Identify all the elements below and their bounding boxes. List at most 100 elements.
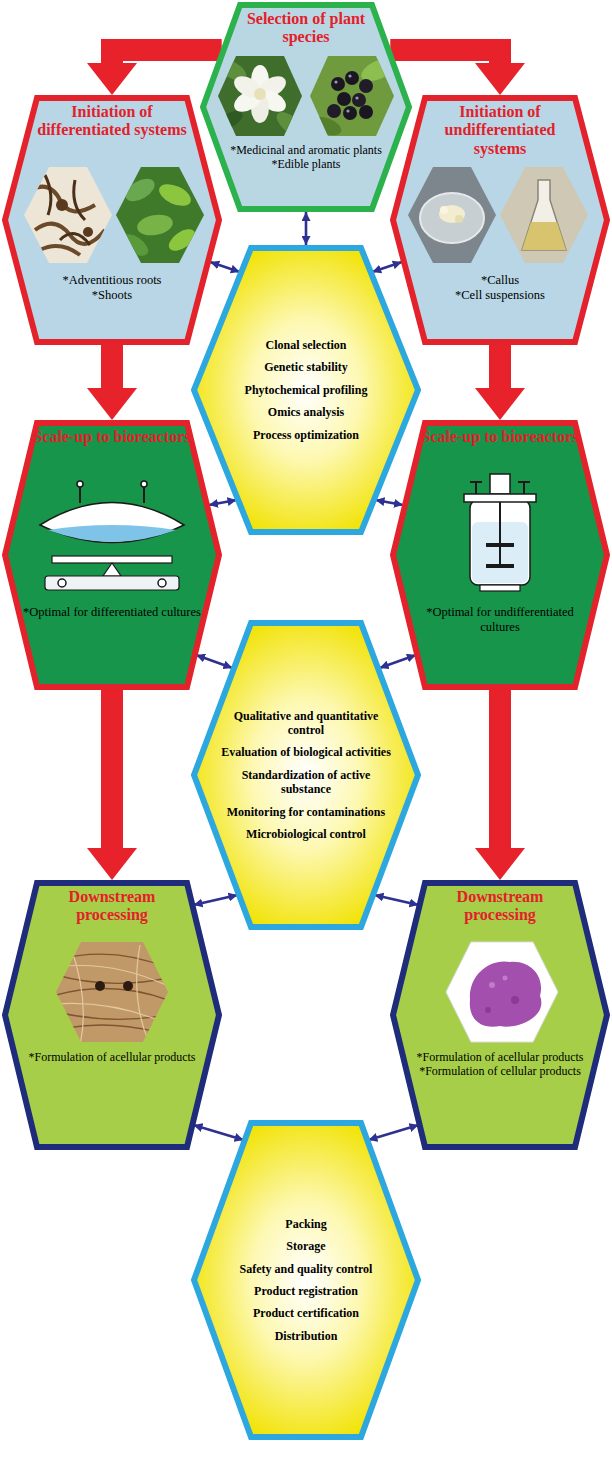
note-block: *Adventitious roots*Shoots	[24, 273, 200, 303]
process-arrow	[489, 690, 511, 848]
activity-hexagon: Clonal selectionGenetic stabilityPhytoch…	[191, 245, 421, 535]
stirred-tank-drawing	[486, 543, 514, 547]
powder-photo	[446, 942, 558, 1042]
bioreactor-drawing	[58, 579, 66, 587]
exchange-arrow	[368, 1125, 418, 1140]
item-list: PackingStorageSafety and quality control…	[219, 1120, 394, 1440]
bullet-note: *Shoots	[24, 288, 200, 303]
step-item: Product certification	[253, 1306, 359, 1320]
shoots-photo	[156, 180, 194, 211]
hexagon-outline	[393, 883, 607, 1147]
hexagon-outline	[194, 623, 418, 927]
flower-photo	[214, 50, 307, 140]
flask-photo	[522, 222, 566, 250]
bioreactor-drawing	[77, 481, 83, 487]
shoots-photo	[165, 225, 199, 255]
berries-photo	[331, 77, 345, 91]
fiber-disc-photo	[95, 981, 105, 991]
stirred-tank-drawing	[486, 564, 514, 568]
stirred-tank-drawing	[480, 585, 520, 591]
step-item: Clonal selection	[266, 338, 347, 352]
exchange-arrow	[305, 212, 308, 245]
exchange-arrow	[372, 262, 402, 272]
bioreactor-drawing	[48, 525, 176, 542]
note-block: *Medicinal and aromatic plants*Edible pl…	[220, 143, 392, 172]
powder-photo	[470, 961, 542, 1026]
powder-photo	[446, 942, 558, 1042]
hexagon-title: Initiation of differentiated systems	[32, 103, 192, 140]
stirred-tank-drawing	[523, 482, 525, 494]
step-item: Storage	[286, 1239, 325, 1253]
flower-photo	[230, 86, 265, 117]
roots-photo	[56, 199, 68, 211]
flower-photo	[215, 50, 307, 140]
flower-photo	[273, 108, 308, 141]
activity-hexagon: Qualitative and quantitative controlEval…	[191, 620, 421, 930]
berries-photo	[359, 105, 373, 119]
hexagon-title: Initiation of undifferentiated systems	[420, 103, 580, 158]
flask-photo	[496, 160, 592, 270]
bioreactor-drawing	[45, 576, 179, 590]
exchange-arrow	[194, 895, 238, 905]
step-item: Standardization of active substance	[216, 768, 396, 797]
process-hexagon: Selection of plant species *Medicinal and…	[200, 2, 412, 212]
bioreactor-drawing	[103, 563, 121, 576]
hexagon-shape	[390, 420, 610, 690]
hexagon-outline	[194, 1123, 418, 1437]
step-item: Microbiological control	[246, 827, 366, 841]
hexagon-shape	[191, 1120, 421, 1440]
process-hexagon: Initiation of differentiated systems *Adv…	[2, 95, 222, 345]
process-hexagon: Downstream processing*Formulation of ace…	[390, 880, 610, 1150]
hexagon-outline	[393, 423, 607, 687]
bullet-note: *Formulation of acellular products	[24, 1050, 200, 1064]
process-hexagon: Scale-up to bioreactors*Optimal for undi…	[390, 420, 610, 690]
step-item: Packing	[285, 1217, 326, 1231]
title-block: Selection of plant species	[236, 10, 376, 47]
bioreactor-drawing	[40, 503, 184, 543]
bioreactor-drawing	[52, 556, 172, 563]
flower-photo	[214, 55, 250, 85]
hexagon-title: Selection of plant species	[236, 10, 376, 47]
flower-photo	[230, 72, 265, 103]
shoots-photo	[136, 212, 175, 238]
hexagon-outline	[5, 98, 219, 342]
callus-photo	[404, 160, 500, 270]
title-block: Scale-up to bioreactors	[32, 428, 192, 446]
exchange-arrow	[194, 1125, 244, 1140]
flask-photo	[522, 180, 566, 250]
hexagon-title: Scale-up to bioreactors	[32, 428, 192, 446]
callus-photo	[420, 193, 484, 243]
bullet-note: *Adventitious roots	[24, 273, 200, 288]
step-item: Product registration	[254, 1284, 358, 1298]
process-arrow	[390, 50, 500, 63]
berries-photo	[308, 113, 344, 139]
shoots-photo	[112, 160, 208, 270]
process-arrow	[101, 690, 123, 848]
step-item: Monitoring for contaminations	[227, 805, 385, 819]
shoots-photo	[122, 174, 159, 206]
fiber-disc-photo	[52, 936, 172, 1048]
powder-photo	[511, 996, 519, 1004]
callus-photo	[439, 205, 465, 223]
stirred-tank-drawing	[475, 482, 477, 494]
hexagon-outline	[203, 5, 409, 209]
bullet-note: *Callus	[412, 273, 588, 288]
hexagon-outline	[5, 883, 219, 1147]
step-item: Distribution	[275, 1329, 338, 1343]
bullet-note: *Optimal for differentiated cultures	[23, 605, 201, 620]
stirred-tank-drawing	[490, 474, 510, 494]
fiber-disc-photo	[52, 936, 172, 1048]
process-arrow	[489, 345, 511, 388]
flower-photo	[251, 93, 269, 123]
shoots-photo	[118, 230, 152, 260]
roots-photo	[20, 160, 116, 270]
roots-photo	[20, 160, 116, 270]
bullet-note: *Optimal for undifferentiated cultures	[411, 605, 589, 635]
stirred-tank-drawing	[499, 502, 501, 568]
step-item: Genetic stability	[264, 360, 348, 374]
process-hexagon: Scale-up to bioreactors *Optimal for diff…	[2, 420, 222, 690]
title-block: Downstream processing	[32, 888, 192, 925]
berries-photo	[307, 50, 399, 140]
